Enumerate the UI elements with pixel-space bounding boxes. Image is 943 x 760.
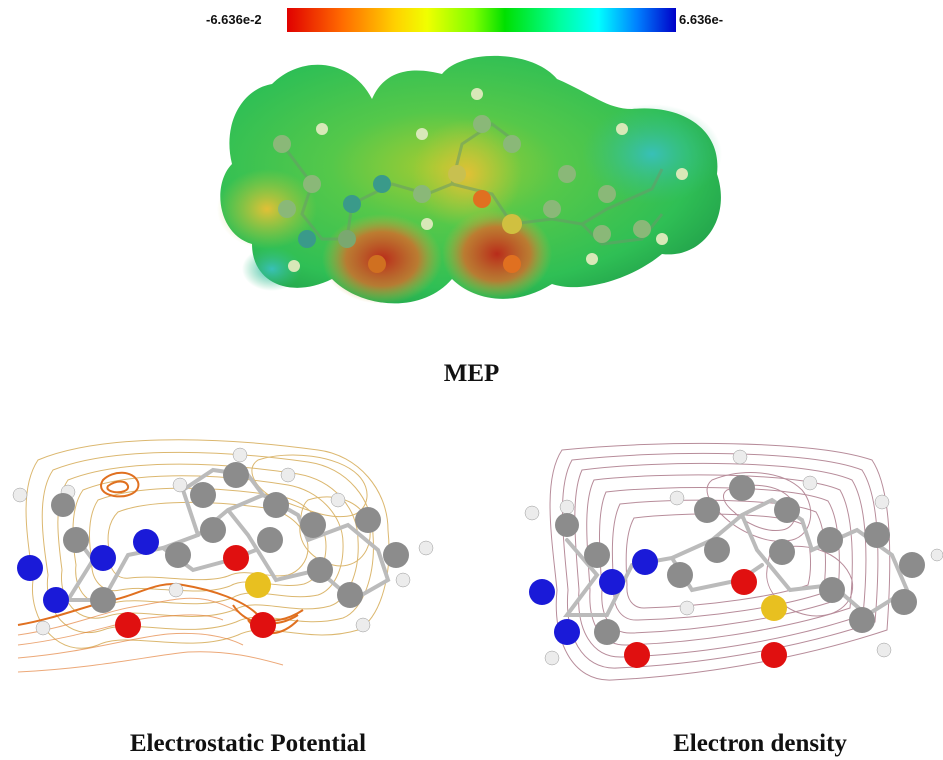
electrostatic-potential-caption: Electrostatic Potential [129,730,367,757]
electrostatic-contour-plot [12,439,434,673]
electron-density-contour-plot [524,442,943,681]
mep-atoms [273,88,688,273]
electron-density-image [512,440,943,690]
electrostatic-potential-image [8,430,438,680]
electron-density-caption: Electron density [673,730,847,757]
color-scale-max-label: 6.636e- [679,12,724,27]
mep-caption: MEP [443,360,500,387]
color-scale-min-label: -6.636e-2 [206,12,262,27]
mep-surface-render [217,55,722,304]
ed-molecule-atoms [524,449,943,668]
color-scale: -6.636e-2 6.636e- [0,8,943,34]
mep-surface-image [212,44,732,314]
esp-molecule-atoms [12,447,434,638]
color-scale-gradient [287,8,676,32]
